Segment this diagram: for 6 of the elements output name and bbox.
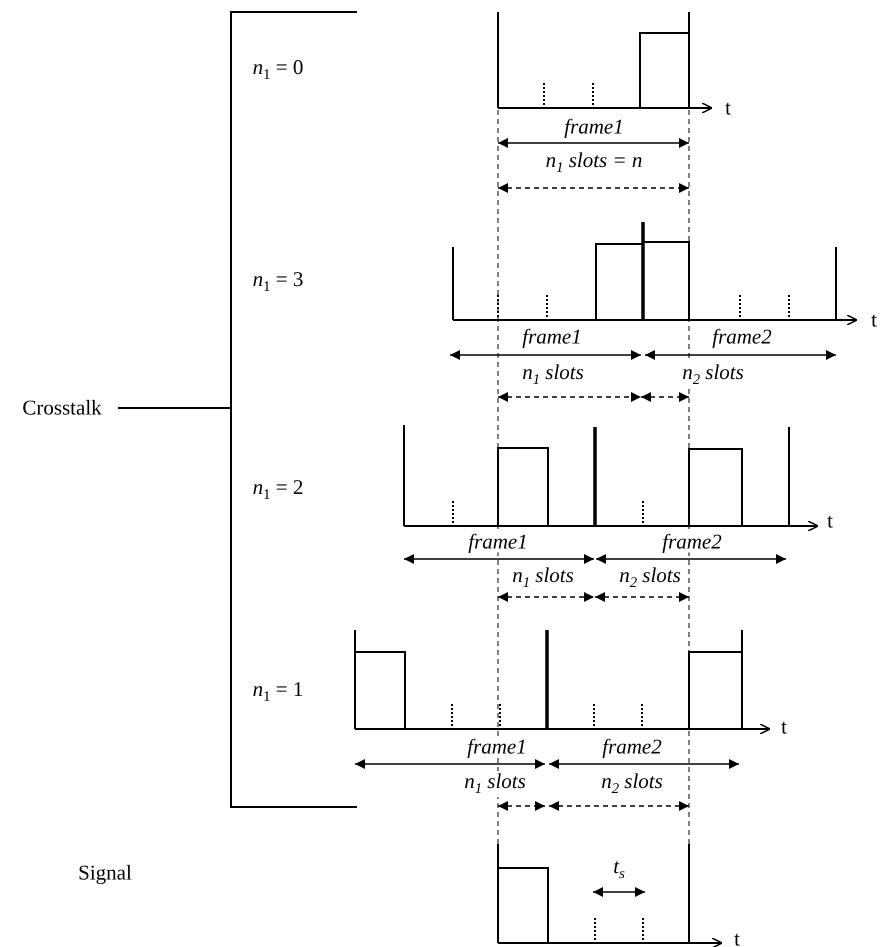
frame-label: frame2 — [601, 736, 663, 758]
frame-label: frame2 — [711, 326, 773, 348]
frame-label: frame2 — [661, 532, 723, 552]
row-label: Signal — [77, 862, 133, 884]
slots-label: n$_{1}$ slots — [463, 771, 527, 797]
slots-label: n$_{2}$ slots — [681, 362, 745, 388]
